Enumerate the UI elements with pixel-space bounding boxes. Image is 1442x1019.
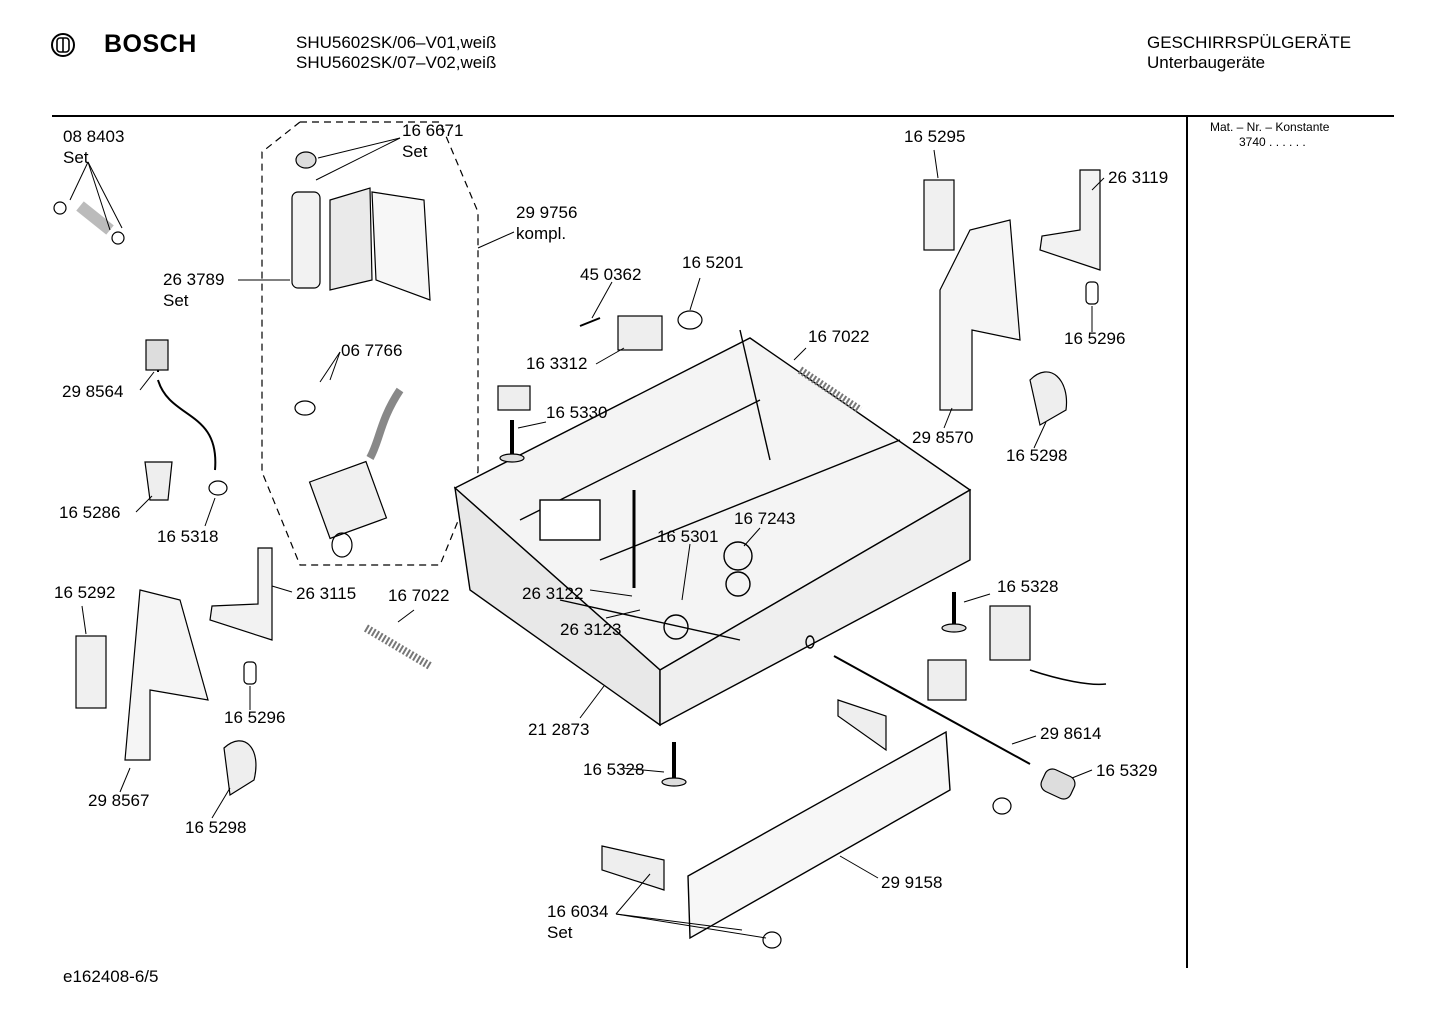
spring-167022-right: [797, 366, 863, 414]
assembly-outline: [261, 121, 479, 566]
part-label-165328-b: 16 5328: [583, 760, 645, 779]
part-label-263115: 26 3115: [296, 584, 357, 603]
category-title: GESCHIRRSPÜLGERÄTE: [1147, 33, 1352, 52]
hinge-left: [75, 547, 273, 797]
hinge-right: [923, 169, 1101, 426]
part-label-165318: 16 5318: [157, 527, 219, 546]
part-label-165296-b: 16 5296: [224, 708, 286, 727]
part-label-163312: 16 3312: [526, 354, 588, 373]
base-tub: [453, 329, 972, 727]
header-rule: [52, 115, 1394, 117]
part-label-165329: 16 5329: [1096, 761, 1158, 780]
model-2: SHU5602SK/07–V02,weiß: [296, 53, 497, 72]
part-label-067766: 06 7766: [341, 341, 403, 360]
valve-assembly: [291, 151, 431, 558]
part-label-167243: 16 7243: [734, 509, 796, 528]
part-label-165328-a: 16 5328: [997, 577, 1059, 596]
part-label-263122: 26 3122: [522, 584, 584, 603]
part-label-212873: 21 2873: [528, 720, 590, 739]
part-label-299158: 29 9158: [881, 873, 943, 892]
spring-167022-left: [363, 624, 433, 670]
part-label-263123: 26 3123: [560, 620, 622, 639]
part-label-165295: 16 5295: [904, 127, 966, 146]
side-panel-title: Mat. – Nr. – Konstante: [1210, 120, 1330, 134]
part-label-165296-a: 16 5296: [1064, 329, 1126, 348]
part-label-450362: 45 0362: [580, 265, 642, 284]
part-label-298614: 29 8614: [1040, 724, 1102, 743]
part-label-165292: 16 5292: [54, 583, 116, 602]
side-panel-divider: [1186, 116, 1188, 968]
side-panel: Mat. – Nr. – Konstante 3740 . . . . . .: [1210, 120, 1329, 150]
part-label-165201: 16 5201: [682, 253, 744, 272]
drawing-id: e162408-6/5: [63, 967, 159, 986]
part-label-298570: 29 8570: [912, 428, 974, 447]
model-1: SHU5602SK/06–V01,weiß: [296, 33, 497, 52]
part-label-165298-b: 16 5298: [185, 818, 247, 837]
part-label-165286: 16 5286: [59, 503, 121, 522]
bosch-logo-icon: [51, 33, 75, 57]
leader-lines: [69, 137, 1105, 939]
part-label-298564: 29 8564: [62, 382, 124, 401]
part-label-165298-a: 16 5298: [1006, 446, 1068, 465]
brand-name: BOSCH: [104, 30, 197, 58]
part-label-167022-b: 16 7022: [388, 586, 450, 605]
part-label-165301: 16 5301: [657, 527, 719, 546]
plinth-panel: [687, 730, 951, 940]
part-label-298567: 29 8567: [88, 791, 150, 810]
side-panel-value: 3740 . . . . . .: [1239, 135, 1306, 149]
part-label-165330: 16 5330: [546, 403, 608, 422]
part-label-167022-a: 16 7022: [808, 327, 870, 346]
part-label-263119: 26 3119: [1108, 168, 1169, 187]
subcategory-title: Unterbaugeräte: [1147, 53, 1266, 72]
